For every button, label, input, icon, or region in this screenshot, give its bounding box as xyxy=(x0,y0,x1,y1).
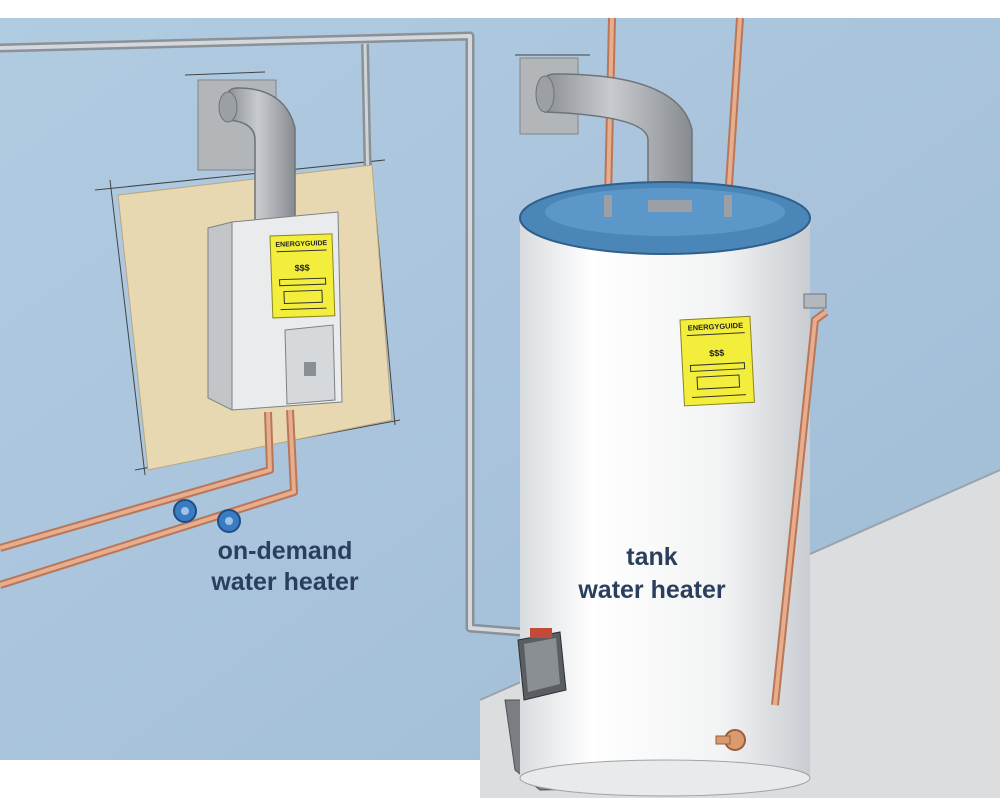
drain-valve-icon xyxy=(715,729,746,751)
tank-water-heater: ENERGYGUIDE $$$ xyxy=(504,17,829,797)
heater-cabinet-side xyxy=(207,221,233,411)
valve-icon xyxy=(173,499,197,523)
tank-label-line1: tank xyxy=(626,543,678,571)
energy-guide-label: ENERGYGUIDE $$$ xyxy=(269,233,336,319)
energy-guide-cost: $$$ xyxy=(709,348,725,359)
energy-guide-title: ENERGYGUIDE xyxy=(275,240,327,249)
on-demand-water-heater: ENERGYGUIDE $$$ xyxy=(0,79,393,589)
tank-body xyxy=(520,220,810,780)
vent-pipe xyxy=(227,87,296,226)
energy-guide-cost: $$$ xyxy=(294,263,309,274)
on-demand-label-line1: on-demand xyxy=(218,537,353,565)
on-demand-label-line2: water heater xyxy=(210,568,359,596)
tank-vent-pipe xyxy=(544,73,693,206)
relief-pipe xyxy=(771,293,829,706)
tank-label-line2: water heater xyxy=(577,576,726,604)
energy-guide-label: ENERGYGUIDE $$$ xyxy=(679,315,755,407)
on-demand-label: on-demand water heater xyxy=(210,537,359,596)
copper-pipes xyxy=(0,409,298,589)
energy-guide-title: ENERGYGUIDE xyxy=(687,321,743,333)
tank-label: tank water heater xyxy=(577,543,726,604)
gas-control-valve xyxy=(517,628,567,701)
valve-icon xyxy=(217,509,241,533)
